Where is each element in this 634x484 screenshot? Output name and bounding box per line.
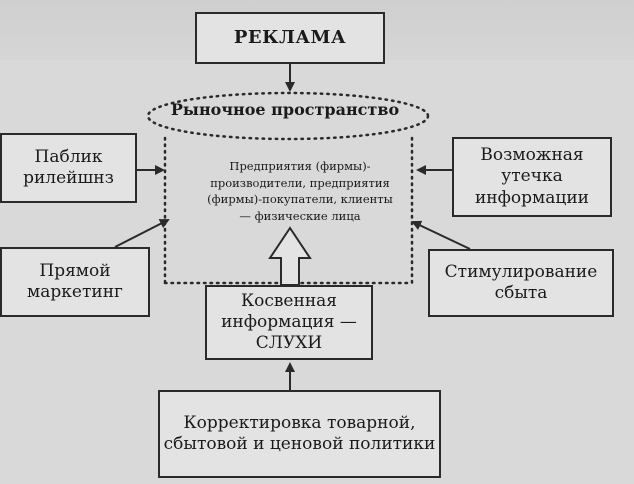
public-relations-box: Паблик рилейшнз — [0, 133, 137, 203]
direct-marketing-box: Прямой маркетинг — [0, 247, 150, 317]
sales-promotion-box: Стимулирование сбыта — [428, 249, 614, 317]
market-space-body: Предприятия (фирмы)-производители, предп… — [207, 159, 393, 224]
advertising-box: РЕКЛАМА — [195, 12, 385, 64]
hollow-arrow-rumor-to-market — [268, 226, 312, 286]
info-leak-label: Возможная утечка информации — [474, 145, 590, 208]
indirect-info-label: Косвенная информация — СЛУХИ — [221, 290, 357, 354]
market-space-title-ellipse — [146, 91, 430, 141]
indirect-info-box: Косвенная информация — СЛУХИ — [205, 285, 373, 360]
advertising-label: РЕКЛАМА — [233, 26, 347, 48]
sales-promotion-label: Стимулирование сбыта — [444, 261, 598, 303]
direct-marketing-label: Прямой маркетинг — [27, 260, 123, 302]
market-space-title: Рыночное пространство — [170, 100, 400, 119]
policy-adjustment-box: Корректировка товарной, сбытовой и ценов… — [158, 390, 441, 478]
arrow-promo-to-market — [411, 220, 471, 250]
info-leak-box: Возможная утечка информации — [452, 137, 612, 217]
arrow-direct-to-market — [114, 219, 170, 248]
public-relations-label: Паблик рилейшнз — [23, 146, 114, 188]
policy-adjustment-label: Корректировка товарной, сбытовой и ценов… — [163, 412, 436, 454]
